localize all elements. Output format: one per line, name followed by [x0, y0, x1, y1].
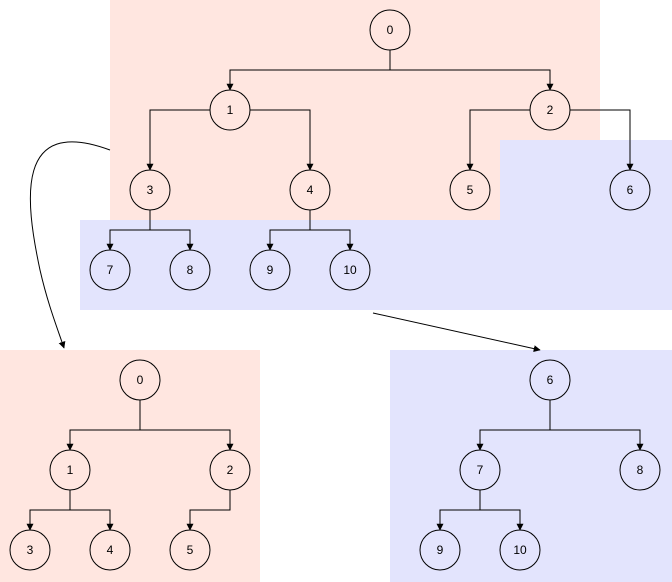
right-node-9: 9 [419, 529, 461, 571]
left-node-4: 4 [89, 529, 131, 571]
node-6: 6 [609, 169, 651, 211]
node-label: 4 [107, 543, 114, 557]
left-node-1: 1 [49, 449, 91, 491]
node-9: 9 [249, 249, 291, 291]
edge-0-1 [226, 50, 391, 91]
left-node-3: 3 [9, 529, 51, 571]
left-node-0: 0 [119, 359, 161, 401]
right-node-7: 7 [459, 449, 501, 491]
node-5: 5 [449, 169, 491, 211]
edge-r-6-7 [476, 400, 551, 451]
edge-4-9 [266, 210, 311, 251]
right-tree-nodes: 6 7 8 9 10 [419, 359, 661, 571]
top-regions [80, 0, 672, 310]
node-label: 0 [387, 23, 394, 37]
node-label: 9 [267, 263, 274, 277]
node-7: 7 [89, 249, 131, 291]
edge-1-4 [250, 109, 314, 171]
top-tree-nodes: 0 1 2 3 4 5 6 7 8 9 10 [89, 9, 651, 291]
node-label: 8 [187, 263, 194, 277]
node-label: 5 [467, 183, 474, 197]
node-label: 2 [227, 463, 234, 477]
right-node-10: 10 [499, 529, 541, 571]
node-label: 7 [477, 463, 484, 477]
node-label: 10 [513, 543, 527, 557]
node-label: 4 [307, 183, 314, 197]
edge-0-2 [390, 69, 554, 91]
node-label: 9 [437, 543, 444, 557]
node-label: 1 [227, 103, 234, 117]
node-0: 0 [369, 9, 411, 51]
split-arrow-right [372, 312, 541, 353]
node-label: 2 [547, 103, 554, 117]
edge-2-6 [570, 109, 634, 171]
left-tree-nodes: 0 1 2 3 4 5 [9, 359, 251, 571]
node-label: 5 [187, 543, 194, 557]
node-label: 8 [637, 463, 644, 477]
right-node-6: 6 [529, 359, 571, 401]
edge-l-0-1 [66, 400, 141, 451]
node-2: 2 [529, 89, 571, 131]
left-tree-edges [26, 400, 234, 531]
edge-l-0-2 [140, 429, 234, 451]
node-label: 7 [107, 263, 114, 277]
edge-4-10 [310, 229, 354, 251]
top-tree-edges [106, 50, 634, 251]
node-label: 10 [343, 263, 357, 277]
node-4: 4 [289, 169, 331, 211]
node-label: 6 [627, 183, 634, 197]
node-label: 1 [67, 463, 74, 477]
edge-2-5 [466, 109, 530, 171]
edge-3-7 [106, 210, 151, 251]
node-label: 6 [547, 373, 554, 387]
edge-r-7-9 [436, 490, 481, 531]
edge-r-7-10 [480, 509, 524, 531]
node-1: 1 [209, 89, 251, 131]
top-blue-region [80, 140, 672, 310]
right-node-8: 8 [619, 449, 661, 491]
node-3: 3 [129, 169, 171, 211]
node-label: 3 [147, 183, 154, 197]
node-10: 10 [329, 249, 371, 291]
node-label: 3 [27, 543, 34, 557]
split-arrow-left [29, 141, 111, 349]
edge-1-3 [146, 109, 210, 171]
left-node-2: 2 [209, 449, 251, 491]
right-tree-edges [436, 400, 644, 531]
left-node-5: 5 [169, 529, 211, 571]
edge-l-2-5 [186, 490, 231, 531]
edge-l-1-4 [70, 509, 114, 531]
edge-3-8 [150, 229, 194, 251]
node-label: 0 [137, 373, 144, 387]
edge-l-1-3 [26, 490, 71, 531]
top-pink-region [110, 0, 600, 220]
edge-r-6-8 [550, 429, 644, 451]
node-8: 8 [169, 249, 211, 291]
bottom-left-pink-region [0, 350, 260, 582]
bottom-right-blue-region [390, 350, 672, 582]
